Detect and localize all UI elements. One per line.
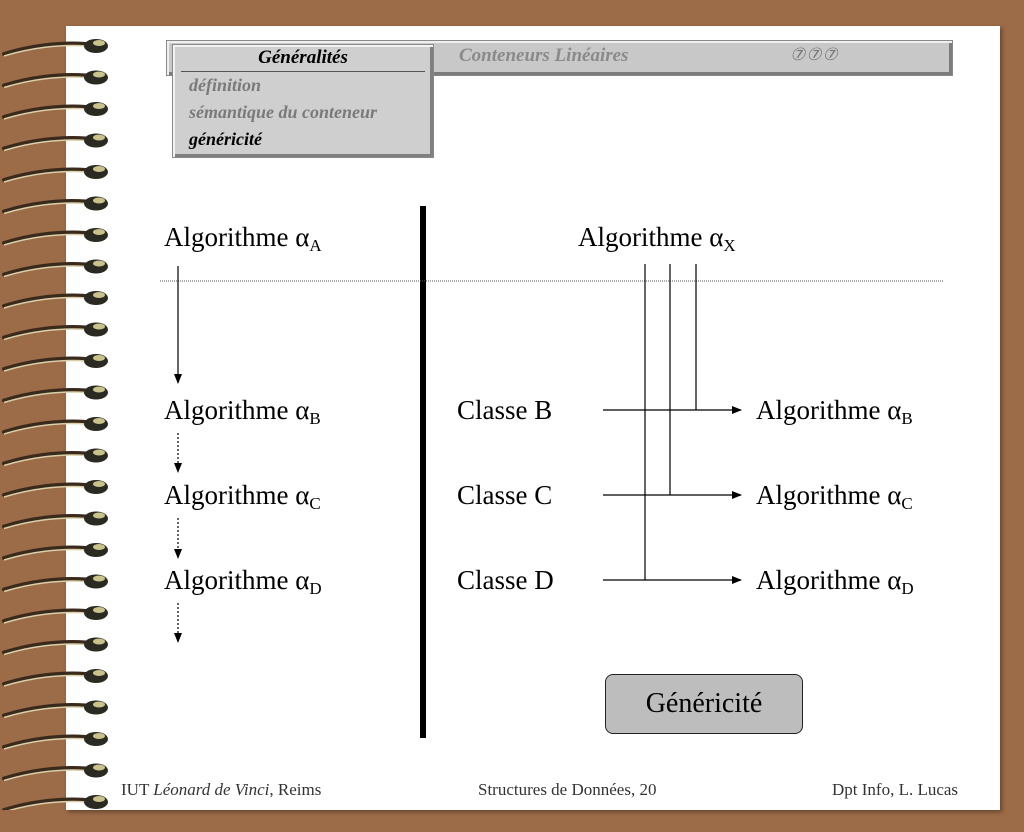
nav-subitem-semantique[interactable]: sémantique du conteneur xyxy=(189,102,378,122)
spiral-ring xyxy=(2,196,108,215)
spiral-ring xyxy=(2,102,108,120)
nav-progress-glyphs: ⑦⑦⑦ xyxy=(790,45,839,64)
spiral-ring xyxy=(2,480,108,498)
spiral-ring xyxy=(2,417,108,435)
spiral-ring xyxy=(2,354,108,372)
spiral-ring xyxy=(2,795,108,810)
footer-institution: IUT Léonard de Vinci, Reims xyxy=(121,780,322,799)
left-algorithm-d: Algorithme αD xyxy=(164,565,322,598)
left-algorithm-a: Algorithme αA xyxy=(164,222,322,255)
spiral-ring xyxy=(2,732,108,750)
left-algorithm-b: Algorithme αB xyxy=(164,395,321,428)
spiral-ring xyxy=(2,606,108,624)
classe-d-label: Classe D xyxy=(457,565,554,595)
spiral-ring xyxy=(2,574,108,593)
genericite-button[interactable]: Généricité xyxy=(605,674,803,734)
spiral-ring xyxy=(2,70,108,89)
right-algorithm-d: Algorithme αD xyxy=(756,565,914,598)
nav-tab-divider xyxy=(181,71,425,72)
right-algorithm-x: Algorithme αX xyxy=(578,222,736,255)
classe-b-label: Classe B xyxy=(457,395,553,425)
spiral-ring xyxy=(2,228,108,246)
nav-subitem-definition[interactable]: définition xyxy=(189,75,262,95)
right-algorithm-b: Algorithme αB xyxy=(756,395,913,428)
left-algorithm-c: Algorithme αC xyxy=(164,480,321,513)
spiral-ring xyxy=(2,637,108,656)
spiral-binding xyxy=(2,39,108,810)
nav-tab-label: Généralités xyxy=(258,47,348,68)
spiral-ring xyxy=(2,133,108,152)
nav-tab-conteneurs-lineaires[interactable]: Conteneurs Linéaires xyxy=(459,45,629,66)
spiral-ring xyxy=(2,448,108,467)
footer-author: Dpt Info, L. Lucas xyxy=(832,780,959,799)
nav-subitem-genericite[interactable]: généricité xyxy=(189,129,262,149)
spiral-ring xyxy=(2,543,108,561)
spiral-ring xyxy=(2,700,108,719)
spiral-ring xyxy=(2,291,108,309)
spiral-ring xyxy=(2,385,108,404)
spiral-ring xyxy=(2,322,108,341)
nav-tab-generalites[interactable]: Généralités définition sémantique du con… xyxy=(172,44,434,158)
spiral-ring xyxy=(2,165,108,183)
classe-c-label: Classe C xyxy=(457,480,553,510)
right-algorithm-c: Algorithme αC xyxy=(756,480,913,513)
spiral-ring xyxy=(2,669,108,687)
footer-course: Structures de Données, 20 xyxy=(478,780,657,799)
spiral-ring xyxy=(2,763,108,782)
spiral-ring xyxy=(2,39,108,57)
spiral-ring xyxy=(2,259,108,278)
spiral-ring xyxy=(2,511,108,530)
